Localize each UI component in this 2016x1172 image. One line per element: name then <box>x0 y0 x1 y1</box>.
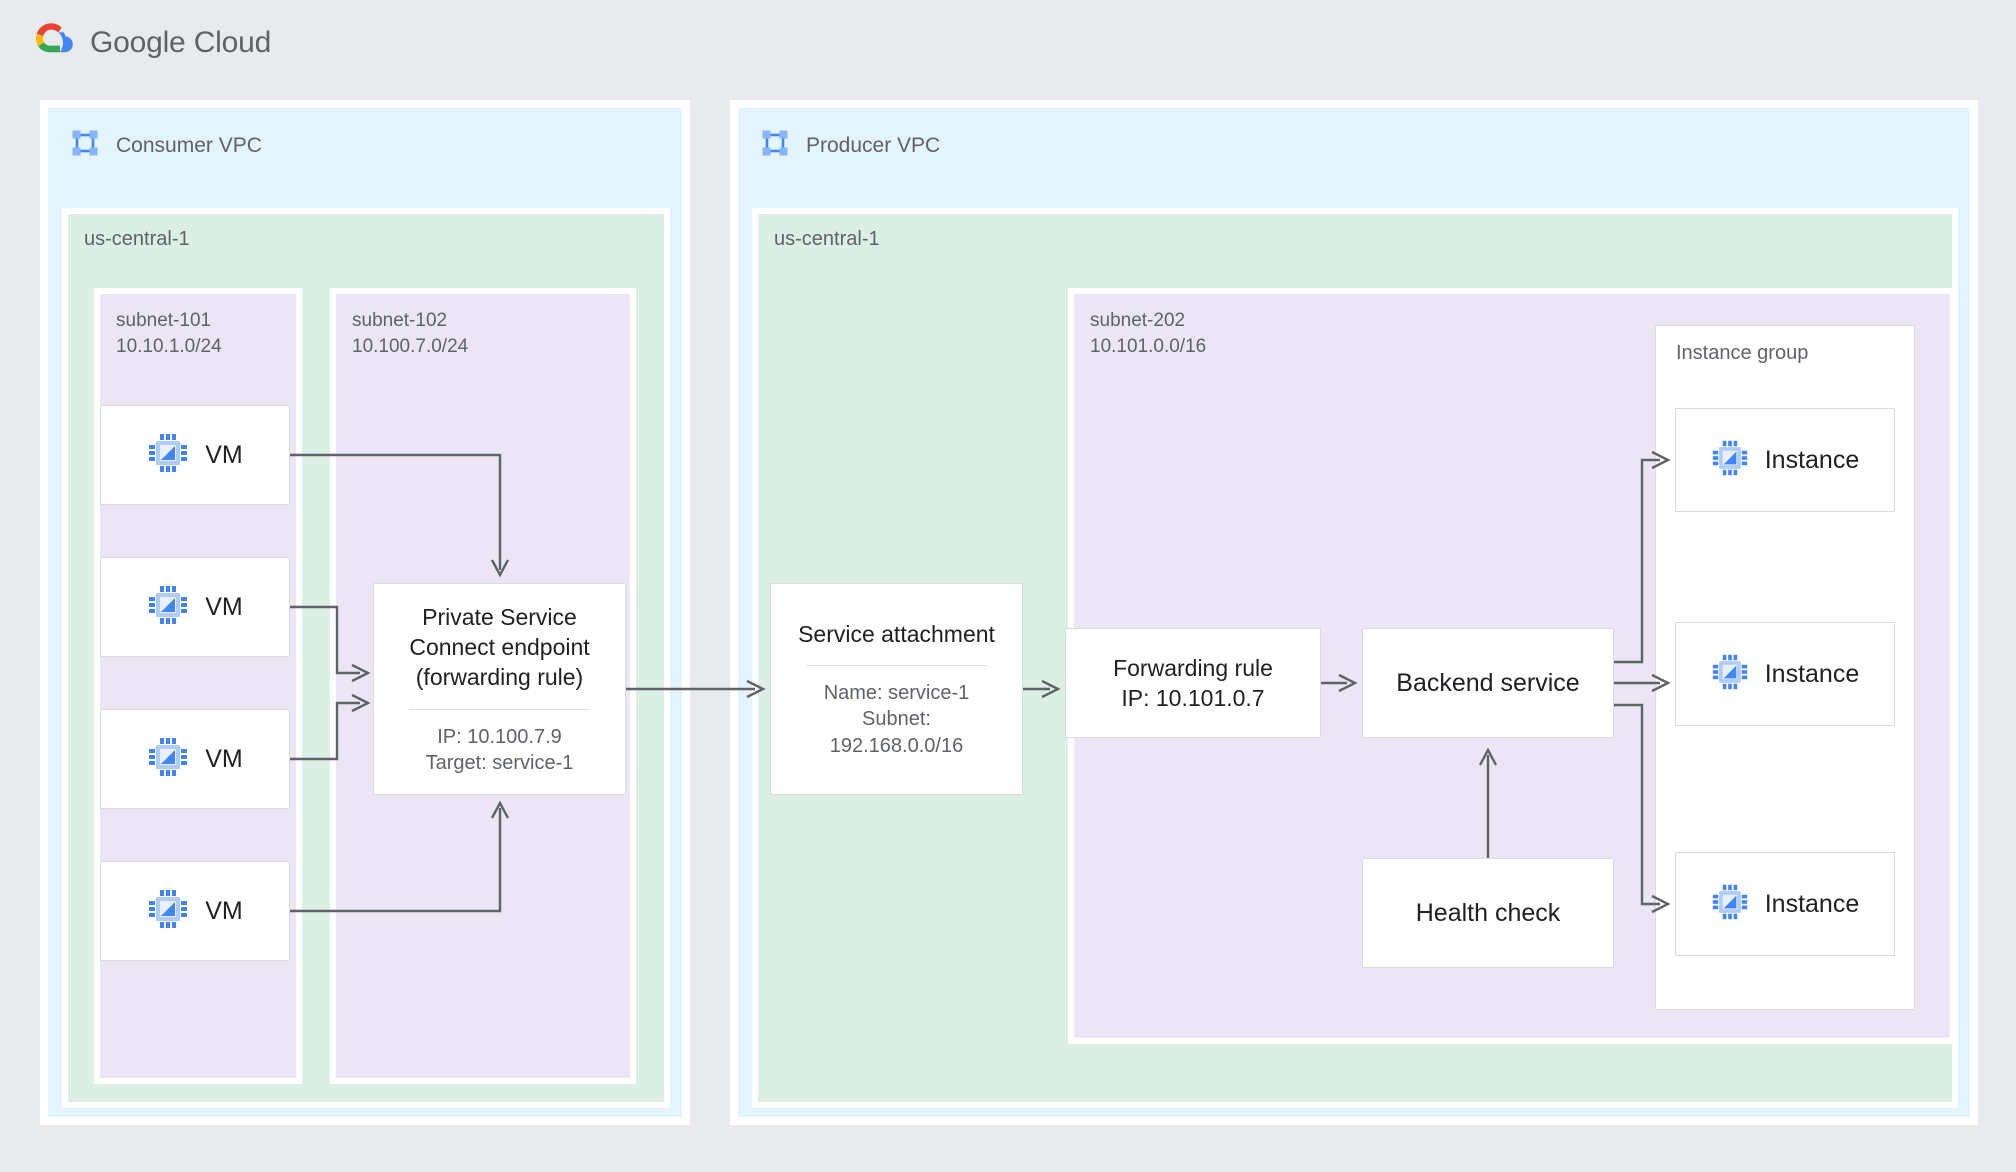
health-check-label: Health check <box>1415 898 1561 927</box>
producer-vpc-title: Producer VPC <box>806 133 941 157</box>
instance-node-2[interactable]: Instance <box>1675 622 1895 726</box>
instance-node-2-label: Instance <box>1764 659 1860 688</box>
service-attachment-divider <box>806 665 987 667</box>
brand-name-secondary: Cloud <box>193 25 272 59</box>
vm-chip-icon <box>147 888 189 935</box>
vm-node-2-label: VM <box>205 592 243 621</box>
producer-region-label: us-central-1 <box>774 228 880 250</box>
backend-service-node[interactable]: Backend service <box>1362 628 1614 738</box>
consumer-vpc-title: Consumer VPC <box>116 133 262 157</box>
instance-node-1[interactable]: Instance <box>1675 408 1895 512</box>
health-check-node[interactable]: Health check <box>1362 858 1614 968</box>
google-cloud-logo-icon <box>30 20 76 65</box>
consumer-region-label: us-central-1 <box>84 228 190 250</box>
vm-node-1[interactable]: VM <box>100 405 290 505</box>
forwarding-rule-node[interactable]: Forwarding rule IP: 10.101.0.7 <box>1065 628 1321 738</box>
vm-node-3-label: VM <box>205 744 243 773</box>
instance-node-3-label: Instance <box>1764 889 1860 918</box>
service-attachment-details: Name: service-1 Subnet: 192.168.0.0/16 <box>823 682 970 757</box>
vm-chip-icon <box>147 432 189 479</box>
service-attachment-node[interactable]: Service attachment Name: service-1 Subne… <box>770 583 1023 795</box>
vm-chip-icon <box>1711 439 1749 482</box>
psc-endpoint-divider <box>409 708 590 710</box>
forwarding-rule-text: Forwarding rule IP: 10.101.0.7 <box>1113 654 1273 711</box>
producer-vpc-header: Producer VPC <box>760 128 940 163</box>
vm-chip-icon <box>1711 653 1749 696</box>
psc-endpoint-node[interactable]: Private Service Connect endpoint (forwar… <box>373 583 626 795</box>
vm-node-4[interactable]: VM <box>100 861 290 961</box>
instance-group-label: Instance group <box>1676 342 1809 364</box>
service-attachment-title: Service attachment <box>798 620 995 647</box>
brand-header: Google Cloud <box>30 20 271 65</box>
vpc-network-icon <box>70 128 100 163</box>
vm-node-1-label: VM <box>205 440 243 469</box>
vm-chip-icon <box>147 584 189 631</box>
vpc-network-icon <box>760 128 790 163</box>
backend-service-label: Backend service <box>1396 668 1580 697</box>
vm-node-4-label: VM <box>205 896 243 925</box>
vm-node-2[interactable]: VM <box>100 557 290 657</box>
psc-endpoint-title: Private Service Connect endpoint (forwar… <box>409 603 590 691</box>
consumer-vpc-header: Consumer VPC <box>70 128 262 163</box>
instance-node-1-label: Instance <box>1764 445 1860 474</box>
instance-node-3[interactable]: Instance <box>1675 852 1895 956</box>
vm-chip-icon <box>147 736 189 783</box>
vm-chip-icon <box>1711 883 1749 926</box>
brand-title: Google Cloud <box>90 26 271 60</box>
psc-endpoint-details: IP: 10.100.7.9 Target: service-1 <box>425 725 574 775</box>
vm-node-3[interactable]: VM <box>100 709 290 809</box>
brand-name-primary: Google <box>90 25 186 59</box>
